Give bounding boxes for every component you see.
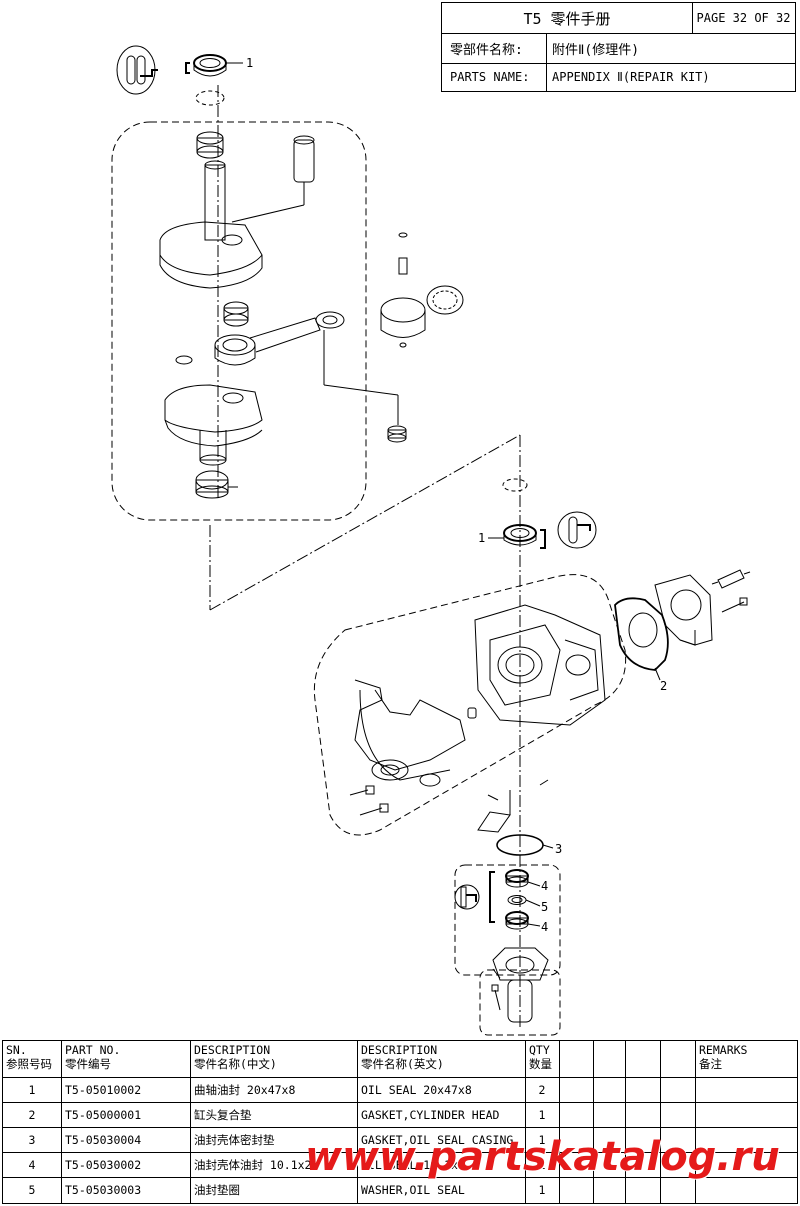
crankcase — [354, 604, 606, 787]
parts-name-en-label: PARTS NAME: — [450, 70, 530, 84]
row-3-sn: 3 — [28, 1133, 36, 1147]
row-4-desc-en: OIL SEAL 10.1x — [361, 1158, 458, 1172]
row-4-sn: 4 — [28, 1158, 36, 1172]
row-3-desc-en: GASKET,OIL SEAL CASING — [361, 1133, 514, 1147]
row-1-sn: 1 — [28, 1083, 36, 1097]
row-1-desc-en: OIL SEAL 20x47x8 — [361, 1083, 472, 1097]
title-block: T5 零件手册 PAGE 32 OF 32 零部件名称: 附件Ⅱ(修理件) PA… — [441, 2, 796, 92]
row-3-qty: 1 — [538, 1133, 546, 1147]
callout-1-top: 1 — [246, 56, 253, 70]
row-2-desc-cn: 缸头复合垫 — [194, 1108, 252, 1122]
row-3-desc-cn: 油封壳体密封垫 — [194, 1133, 275, 1147]
row-5-sn: 5 — [28, 1183, 36, 1197]
cylinder-head-gasket — [614, 597, 669, 681]
header-partno-cn: 零件编号 — [65, 1057, 111, 1071]
row-1-qty: 2 — [538, 1083, 546, 1097]
callout-2: 2 — [660, 679, 667, 693]
connecting-rod — [214, 311, 399, 425]
row-5-part-no: T5-05030003 — [65, 1183, 142, 1197]
parts-name-en-value: APPENDIX Ⅱ(REPAIR KIT) — [552, 70, 710, 84]
header-qty-en: QTY — [529, 1043, 550, 1057]
center-lines — [209, 85, 521, 1030]
oil-seal-casing — [491, 947, 549, 1023]
page-number: PAGE 32 OF 32 — [696, 11, 791, 25]
manual-title: T5 零件手册 — [523, 9, 611, 28]
row-1-part-no: T5-05010002 — [65, 1083, 142, 1097]
oil-seal-stack — [454, 869, 541, 930]
callout-4-lower: 4 — [541, 920, 548, 934]
header-desc-en-en: DESCRIPTION — [361, 1043, 438, 1057]
parts-name-cn-value: 附件Ⅱ(修理件) — [552, 42, 640, 58]
oil-seal-top — [185, 54, 243, 77]
piston — [380, 232, 464, 348]
bolts — [349, 779, 549, 816]
row-2-desc-en: GASKET,CYLINDER HEAD — [361, 1108, 500, 1122]
header-desc-cn-en: DESCRIPTION — [194, 1043, 271, 1057]
crankshaft — [159, 131, 315, 499]
oil-seal-casing-gasket — [477, 790, 554, 856]
header-partno-en: PART NO. — [65, 1043, 121, 1057]
callout-1-middle: 1 — [478, 531, 485, 545]
row-3-part-no: T5-05030004 — [65, 1133, 142, 1147]
small-end-bearing — [387, 425, 407, 443]
callout-5: 5 — [541, 900, 548, 914]
row-4-desc-cn: 油封壳体油封 10.1x2 — [194, 1158, 312, 1172]
callout-3: 3 — [555, 842, 562, 856]
row-1-desc-cn: 曲轴油封 20x47x8 — [194, 1083, 296, 1097]
oil-seal-middle — [488, 511, 597, 549]
service-tool-icon — [116, 45, 158, 95]
header-sn-en: SN. — [6, 1043, 27, 1057]
row-4-part-no: T5-05030002 — [65, 1158, 142, 1172]
row-4-qty: 1 — [538, 1158, 546, 1172]
row-5-desc-en: WASHER,OIL SEAL — [361, 1183, 465, 1197]
exploded-parts-diagram: 1 1 2 3 4 5 4 — [111, 45, 751, 1036]
row-5-desc-cn: 油封垫圈 — [194, 1183, 240, 1197]
header-remarks-en: REMARKS — [699, 1043, 748, 1057]
spark-plug — [711, 569, 751, 589]
row-2-sn: 2 — [28, 1108, 36, 1122]
row-2-qty: 1 — [538, 1108, 546, 1122]
row-5-qty: 1 — [538, 1183, 546, 1197]
header-sn-cn: 参照号码 — [6, 1057, 52, 1071]
row-2-part-no: T5-05000001 — [65, 1108, 142, 1122]
parts-table: SN. 参照号码 PART NO. 零件编号 DESCRIPTION 零件名称(… — [2, 1040, 798, 1204]
header-qty-cn: 数量 — [529, 1057, 552, 1071]
head-bolt — [721, 597, 748, 613]
watermark-link[interactable]: www.partskatalog.ru — [305, 1134, 780, 1180]
needle-bearing — [223, 301, 249, 327]
parts-name-cn-label: 零部件名称: — [450, 42, 523, 58]
header-remarks-cn: 备注 — [699, 1057, 722, 1071]
group-outlines — [111, 121, 627, 1036]
cylinder-head — [654, 574, 713, 646]
header-desc-cn-cn: 零件名称(中文) — [194, 1057, 277, 1071]
header-desc-en-cn: 零件名称(英文) — [361, 1057, 444, 1071]
callout-4-upper: 4 — [541, 879, 548, 893]
